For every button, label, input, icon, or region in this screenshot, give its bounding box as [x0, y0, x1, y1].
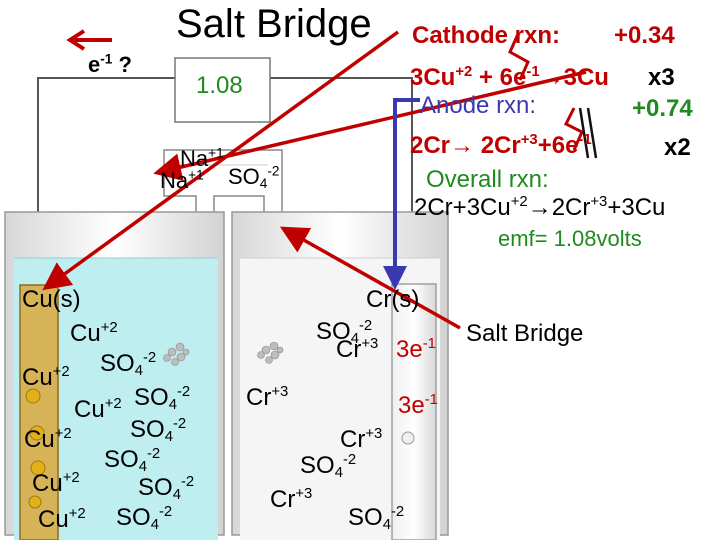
emf-value: emf= 1.08volts [498, 226, 642, 251]
overall-rxn-label: Overall rxn: [426, 166, 549, 193]
right-ion-cr: Cr+3 [270, 485, 313, 513]
left-ion-so4: SO4-2 [100, 349, 157, 380]
left-ion-so4: SO4-2 [138, 473, 195, 504]
right-ion-cr: Cr+3 [246, 383, 289, 411]
copper-atoms [25, 388, 46, 509]
left-ion-so4: SO4-2 [134, 383, 191, 414]
anode-equation: 2Cr→ 2Cr+3+6e-1 [410, 131, 592, 159]
right-ion-3e: 3e-1 [396, 335, 436, 363]
left-ion-so4: SO4-2 [116, 503, 173, 534]
right-ion-so4: SO4-2 [316, 317, 373, 348]
cathode-rxn-label: Cathode rxn: [412, 22, 561, 49]
left-ion-cu: Cu+2 [70, 319, 118, 347]
left-ion-cu: Cu+2 [32, 469, 80, 497]
right-ion-3e: 3e-1 [398, 391, 438, 419]
molecule-sketch [163, 342, 190, 366]
arrow-anode-to-saltbridge [153, 70, 587, 181]
salt-bridge-label: Salt Bridge [466, 320, 584, 347]
left-ion-so4: SO4-2 [130, 415, 187, 446]
anode-multiplier: x2 [664, 134, 691, 161]
cancel-mark-cathode [508, 33, 530, 81]
salt-bridge-ion-na: Na+1 [160, 167, 204, 193]
left-ion-cu: Cu+2 [22, 363, 70, 391]
left-ion-cu: Cu+2 [38, 505, 86, 533]
right-ion-cr: Cr+3 [340, 425, 383, 453]
electron-label: e-1 ? [88, 51, 132, 77]
left-ion-cu: Cu+2 [24, 425, 72, 453]
salt-bridge-ion-na: Na+1 [180, 145, 224, 171]
cathode-potential: +0.34 [614, 22, 675, 49]
anode-potential: +0.74 [632, 95, 693, 122]
anode-electron-arrow [383, 98, 420, 290]
chromium-atom [401, 431, 415, 445]
overall-equation: 2Cr+3Cu+2→2Cr+3+3Cu [414, 193, 666, 221]
molecule-sketch [257, 341, 284, 364]
left-ion-cu: Cu+2 [74, 395, 122, 423]
salt-bridge-ion-so4: SO4-2 [228, 163, 280, 191]
electron-flow-arrow [66, 29, 112, 51]
chromium-electrode-label: Cr(s) [366, 286, 420, 313]
voltmeter-reading: 1.08 [196, 72, 243, 99]
copper-electrode-label: Cu(s) [22, 286, 81, 313]
cancel-mark-anode [563, 107, 584, 151]
left-ion-so4: SO4-2 [104, 445, 161, 476]
chromium-electrode [391, 283, 437, 540]
page-title: Salt Bridge [176, 2, 372, 46]
cathode-multiplier: x3 [648, 64, 675, 91]
right-ion-so4: SO4-2 [300, 451, 357, 482]
arrow-saltbridge-label [279, 226, 461, 330]
right-ion-so4: SO4-2 [348, 503, 405, 534]
voltmeter-box [174, 57, 271, 123]
cathode-equation: 3Cu+2 + 6e-1→3Cu [410, 63, 609, 91]
right-ion-cr: Cr+3 [336, 335, 379, 363]
anode-rxn-label: Anode rxn: [420, 92, 537, 119]
